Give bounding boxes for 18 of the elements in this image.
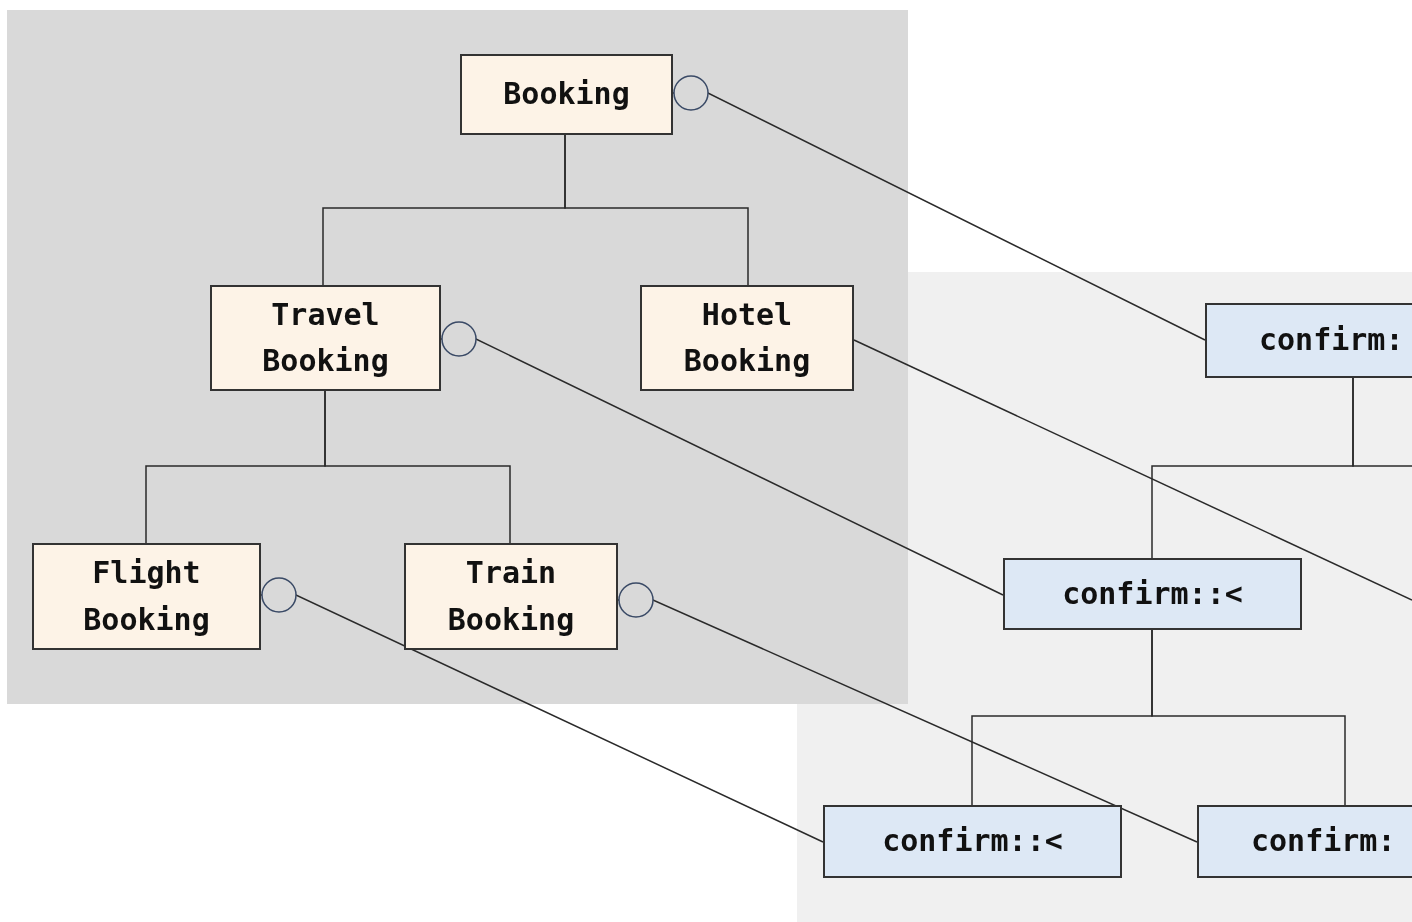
method-box: confirm:: [1197, 805, 1412, 878]
method-box: confirm::<: [1003, 558, 1302, 630]
class-box: Hotel Booking: [640, 285, 854, 391]
lollipop-connector: [260, 577, 824, 843]
class-box: Flight Booking: [32, 543, 261, 650]
lollipop-connector: [617, 582, 1198, 843]
class-box: Travel Booking: [210, 285, 441, 391]
connector-line: [1352, 377, 1412, 467]
lollipop-connector: [440, 321, 1004, 596]
class-box: Train Booking: [404, 543, 618, 650]
connector-line: [853, 339, 1412, 601]
connector-line: [1151, 629, 1346, 806]
class-box: Booking: [460, 54, 673, 135]
method-box: confirm:: [1205, 303, 1412, 378]
connector-line: [564, 134, 749, 286]
method-box: confirm::<: [823, 805, 1122, 878]
connector-line: [324, 390, 511, 544]
lollipop-connector: [672, 75, 1206, 341]
